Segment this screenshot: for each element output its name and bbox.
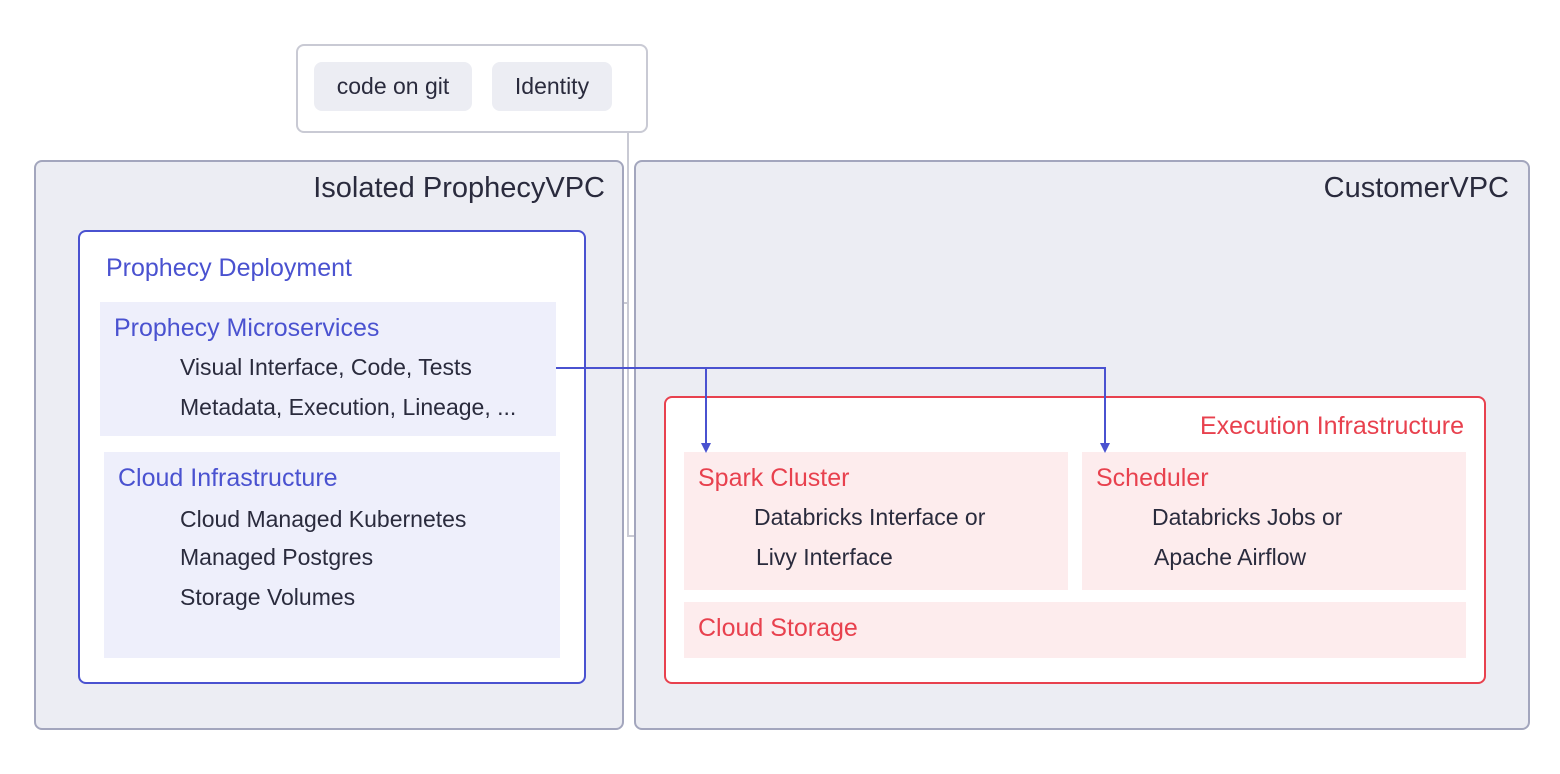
scheduler [1082,452,1466,590]
microservices-item: Visual Interface, Code, Tests [180,354,472,380]
prophecy-microservices [100,302,556,436]
scheduler-item: Databricks Jobs or [1152,504,1343,530]
cloud-infrastructure-item: Cloud Managed Kubernetes [180,506,467,532]
spark-cluster-title: Spark Cluster [698,464,850,492]
spark-cluster-item: Livy Interface [756,544,893,570]
microservices-item: Metadata, Execution, Lineage, ... [180,394,517,420]
identity-chip: Identity [492,62,612,111]
spark-cluster [684,452,1068,590]
spark-cluster-item: Databricks Interface or [754,504,986,530]
prophecy-microservices-title: Prophecy Microservices [114,314,380,342]
scheduler-item: Apache Airflow [1154,544,1307,570]
scheduler-title: Scheduler [1096,464,1209,492]
cloud-storage-title: Cloud Storage [698,614,858,642]
cloud-infrastructure [104,452,560,658]
cloud-infrastructure-title: Cloud Infrastructure [118,464,338,492]
cloud-storage [684,602,1466,658]
code-on-git-chip: code on git [314,62,472,111]
prophecy-vpc-title: Isolated ProphecyVPC [313,172,605,204]
cloud-infrastructure-item: Managed Postgres [180,544,374,570]
cloud-infrastructure-item: Storage Volumes [180,584,356,610]
prophecy-deployment-title: Prophecy Deployment [106,254,352,282]
customer-vpc-title: CustomerVPC [1323,172,1509,204]
execution-infrastructure-title: Execution Infrastructure [1199,412,1464,440]
